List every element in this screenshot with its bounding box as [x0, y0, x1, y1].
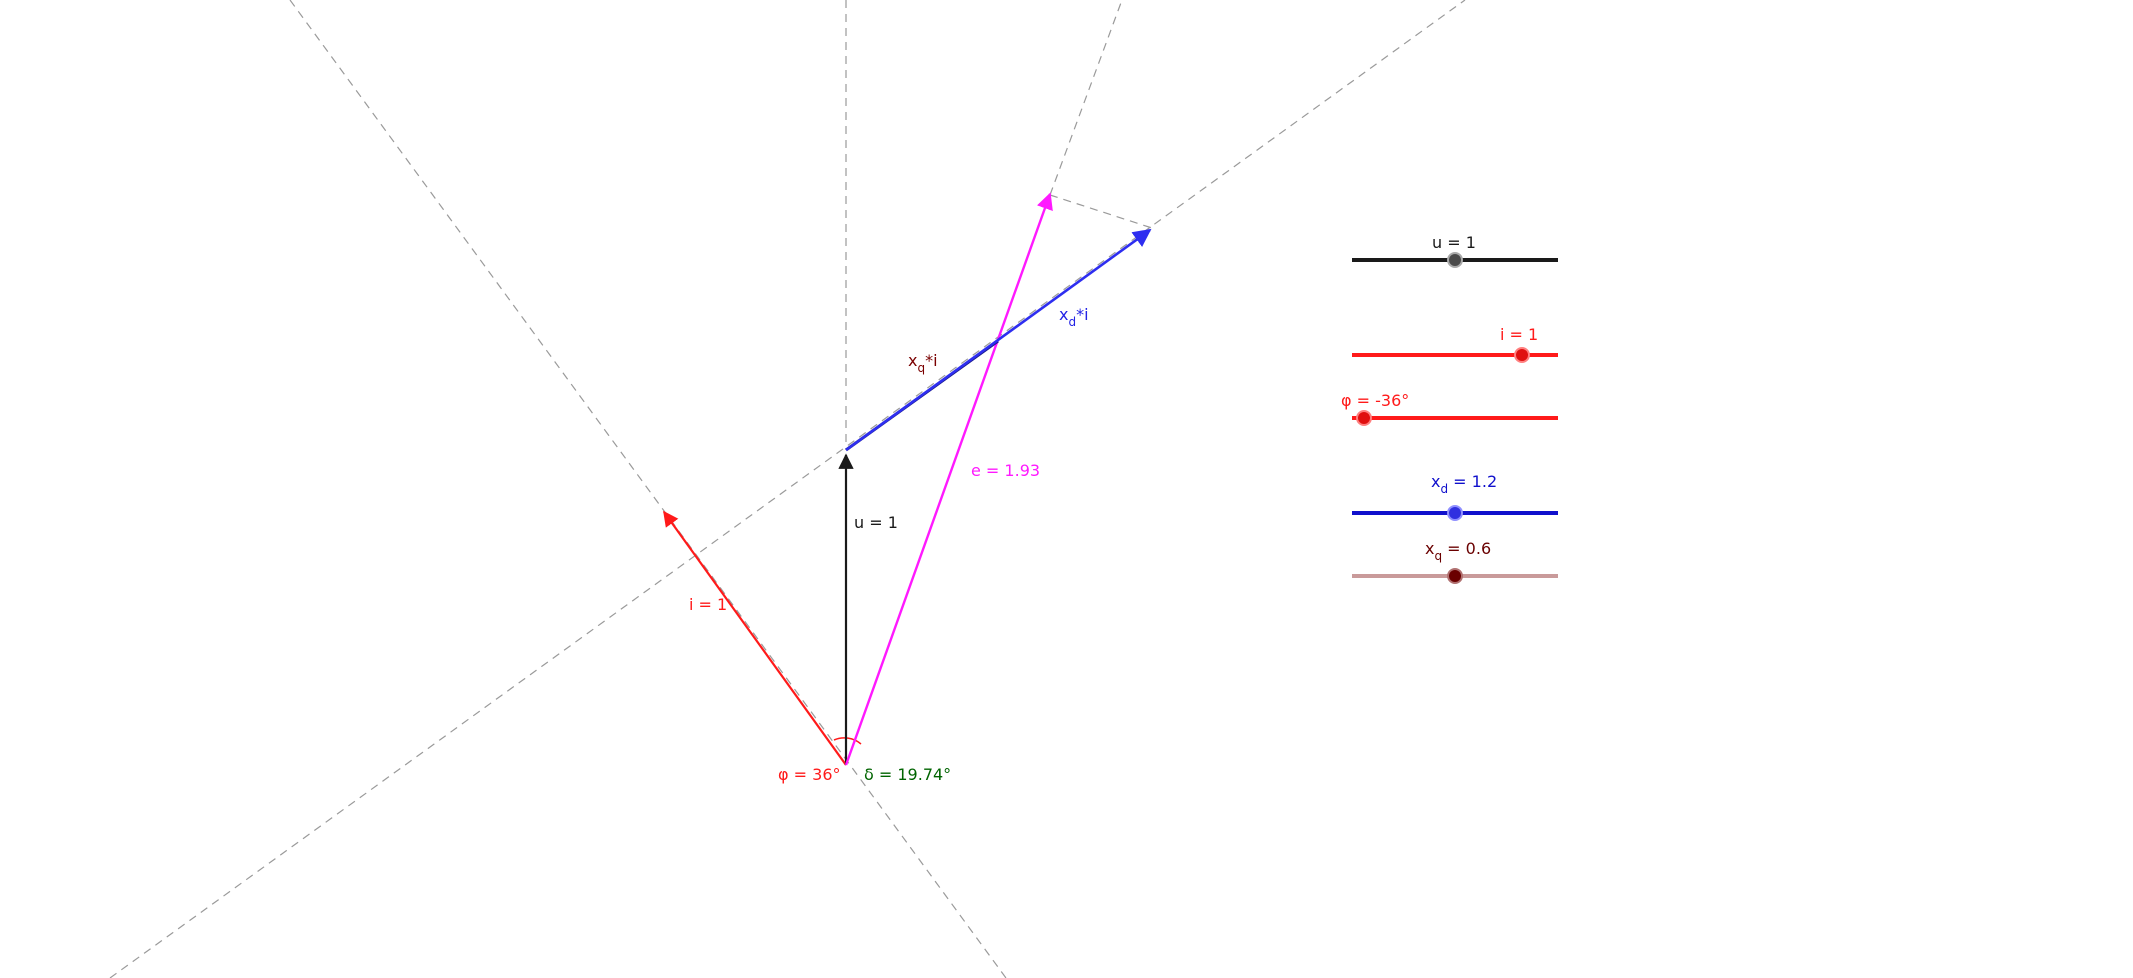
slider-xd-knob[interactable] [1447, 505, 1463, 521]
delta-angle-label: δ = 19.74° [864, 765, 951, 784]
emf-label: e = 1.93 [971, 461, 1040, 480]
slider-xq-knob[interactable] [1447, 568, 1463, 584]
quadrature-axis-line [109, 0, 1466, 978]
xd-i-label: xd*i [1059, 305, 1089, 329]
emf-extension-line [1049, 0, 1123, 196]
slider-phi-label: φ = -36° [1341, 391, 1409, 410]
current-label: i = 1 [689, 595, 727, 614]
slider-xd[interactable]: xd = 1.2 [1352, 472, 1558, 521]
current-axis-line [289, 0, 1007, 978]
slider-phi[interactable]: φ = -36° [1341, 391, 1558, 426]
xd-drop-phasor[interactable] [845, 228, 1152, 452]
slider-i[interactable]: i = 1 [1352, 325, 1558, 363]
slider-xq[interactable]: xq = 0.6 [1352, 539, 1558, 584]
phi-angle-arc [833, 737, 862, 745]
current-phasor[interactable] [663, 510, 847, 766]
voltage-label: u = 1 [854, 513, 898, 532]
slider-i-knob[interactable] [1514, 347, 1530, 363]
construction-lines [109, 0, 1466, 978]
xq-i-label: xq*i [908, 351, 938, 375]
slider-xd-label: xd = 1.2 [1431, 472, 1497, 496]
slider-u-label: u = 1 [1432, 233, 1476, 252]
phi-angle-label: φ = 36° [778, 765, 841, 784]
slider-xq-label: xq = 0.6 [1425, 539, 1491, 563]
slider-u[interactable]: u = 1 [1352, 233, 1558, 268]
projection-line [1049, 194, 1153, 229]
slider-i-label: i = 1 [1500, 325, 1538, 344]
emf-phasor[interactable] [844, 192, 1053, 766]
slider-phi-knob[interactable] [1356, 410, 1372, 426]
slider-u-knob[interactable] [1447, 252, 1463, 268]
